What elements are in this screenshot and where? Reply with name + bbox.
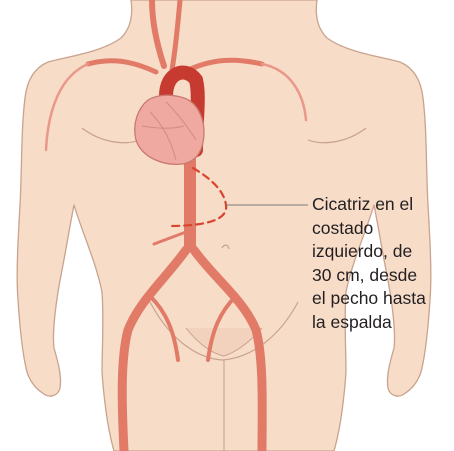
heart [135, 95, 204, 164]
callout-line: el pecho hasta [312, 287, 452, 311]
scar-callout-label: Cicatriz en el costado izquierdo, de 30 … [312, 193, 452, 334]
callout-line: la espalda [312, 311, 452, 335]
callout-line: costado [312, 217, 452, 241]
callout-line: Cicatriz en el [312, 193, 452, 217]
callout-line: 30 cm, desde [312, 264, 452, 288]
callout-line: izquierdo, de [312, 240, 452, 264]
